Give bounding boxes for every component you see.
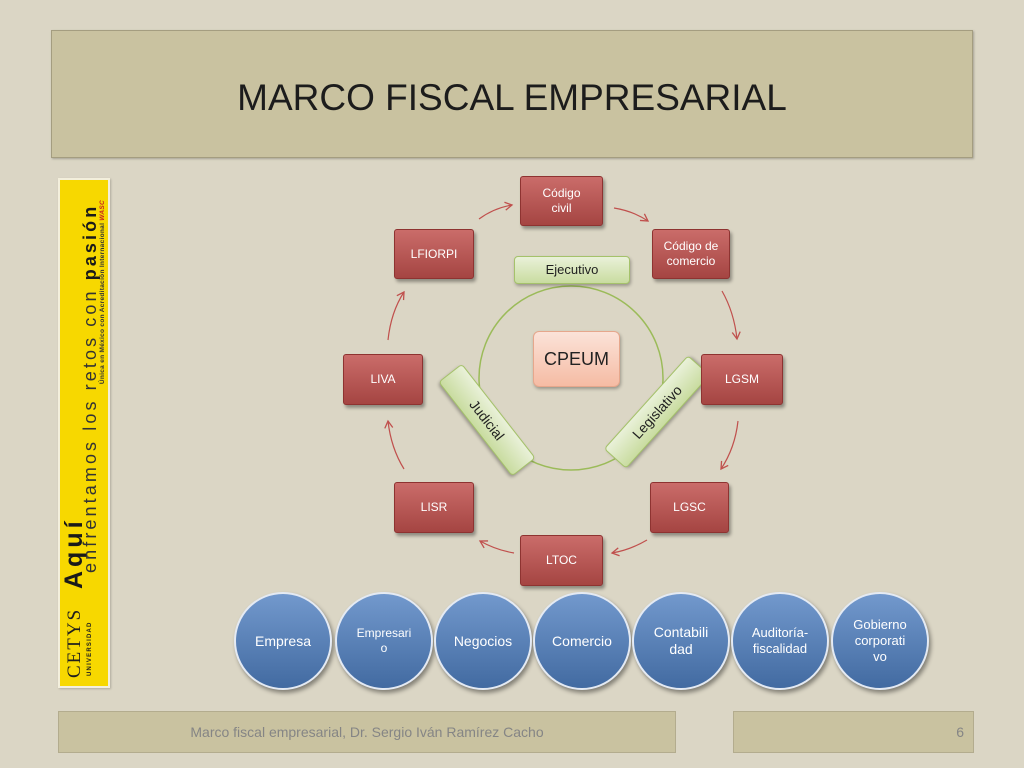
topic-circle-comercio: Comercio bbox=[533, 592, 631, 690]
topic-circle-gobierno-corporativo: Gobierno corporati vo bbox=[831, 592, 929, 690]
arrow-lfiorpi-to-codigo-civil bbox=[478, 201, 514, 220]
topic-circle-empresa: Empresa bbox=[234, 592, 332, 690]
branch-label: Ejecutivo bbox=[545, 262, 599, 277]
page-number-panel: 6 bbox=[733, 711, 974, 753]
topic-label: Comercio bbox=[552, 632, 612, 649]
title-panel: MARCO FISCAL EMPRESARIAL bbox=[51, 30, 973, 158]
banner-content: CETYS UNIVERSIDAD Aquí enfrentamos los r… bbox=[60, 180, 108, 686]
center-cpeum: CPEUM bbox=[533, 331, 620, 387]
banner-slogan: enfrentamos los retos con pasión bbox=[80, 203, 100, 573]
arrow-lgsm-to-lgsc bbox=[720, 420, 739, 471]
law-box-lfiorpi: LFIORPI bbox=[394, 229, 474, 279]
law-label: LGSC bbox=[673, 500, 706, 514]
topic-circle-contabilidad: Contabili dad bbox=[632, 592, 730, 690]
topic-label: Gobierno corporati vo bbox=[853, 617, 907, 664]
slogan-text: enfrentamos los retos con bbox=[80, 280, 100, 573]
law-box-ltoc: LTOC bbox=[520, 535, 603, 586]
banner-accreditation: Única en México con Acreditación Interna… bbox=[99, 200, 107, 384]
branch-ejecutivo: Ejecutivo bbox=[514, 256, 630, 284]
law-box-lgsc: LGSC bbox=[650, 482, 729, 533]
law-label: LISR bbox=[420, 500, 448, 514]
law-box-codigo-civil: Código civil bbox=[520, 176, 603, 226]
cetys-logo-subtitle: UNIVERSIDAD bbox=[87, 621, 93, 676]
law-label: LFIORPI bbox=[410, 246, 458, 261]
law-label: LGSM bbox=[724, 372, 759, 386]
topic-label: Empresari o bbox=[356, 626, 412, 655]
center-label: CPEUM bbox=[543, 348, 609, 369]
law-label: Código de comercio bbox=[663, 239, 719, 268]
topic-circle-auditoria-fiscalidad: Auditoría- fiscalidad bbox=[731, 592, 829, 690]
law-label: Código civil bbox=[542, 186, 581, 215]
footer-panel: Marco fiscal empresarial, Dr. Sergio Ivá… bbox=[58, 711, 676, 753]
topic-circle-negocios: Negocios bbox=[434, 592, 532, 690]
cetys-banner: CETYS UNIVERSIDAD Aquí enfrentamos los r… bbox=[58, 178, 110, 688]
cetys-logo: CETYS bbox=[64, 607, 85, 678]
topic-label: Contabili dad bbox=[653, 624, 709, 657]
arrow-lisr-to-liva bbox=[384, 419, 405, 470]
law-box-lgsm: LGSM bbox=[701, 354, 783, 405]
arrow-liva-to-lfiorpi bbox=[387, 290, 405, 341]
branch-label: Judicial bbox=[466, 396, 508, 444]
arrow-lgsc-to-ltoc bbox=[610, 539, 648, 557]
topic-label: Empresa bbox=[254, 632, 312, 649]
arrow-codigo-civil-to-codigo-comercio bbox=[613, 207, 650, 222]
law-box-codigo-comercio: Código de comercio bbox=[652, 229, 730, 279]
law-box-lisr: LISR bbox=[394, 482, 474, 533]
branch-label: Legislativo bbox=[628, 382, 686, 442]
arrow-codigo-comercio-to-lgsm bbox=[721, 290, 741, 341]
law-label: LIVA bbox=[370, 372, 396, 386]
wasc-mark: WASC bbox=[99, 200, 106, 221]
slogan-emphasis: pasión bbox=[80, 203, 100, 281]
branch-judicial: Judicial bbox=[438, 363, 536, 477]
page-number: 6 bbox=[956, 724, 964, 740]
law-label: LTOC bbox=[546, 553, 577, 567]
footer-text: Marco fiscal empresarial, Dr. Sergio Ivá… bbox=[190, 724, 544, 740]
topic-label: Negocios bbox=[453, 632, 513, 649]
slide-title: MARCO FISCAL EMPRESARIAL bbox=[237, 77, 787, 118]
law-box-liva: LIVA bbox=[343, 354, 423, 405]
arrow-ltoc-to-lisr bbox=[478, 540, 515, 554]
topic-circle-empresario: Empresari o bbox=[335, 592, 433, 690]
accreditation-text: Única en México con Acreditación Interna… bbox=[99, 222, 106, 385]
topic-label: Auditoría- fiscalidad bbox=[751, 625, 809, 656]
